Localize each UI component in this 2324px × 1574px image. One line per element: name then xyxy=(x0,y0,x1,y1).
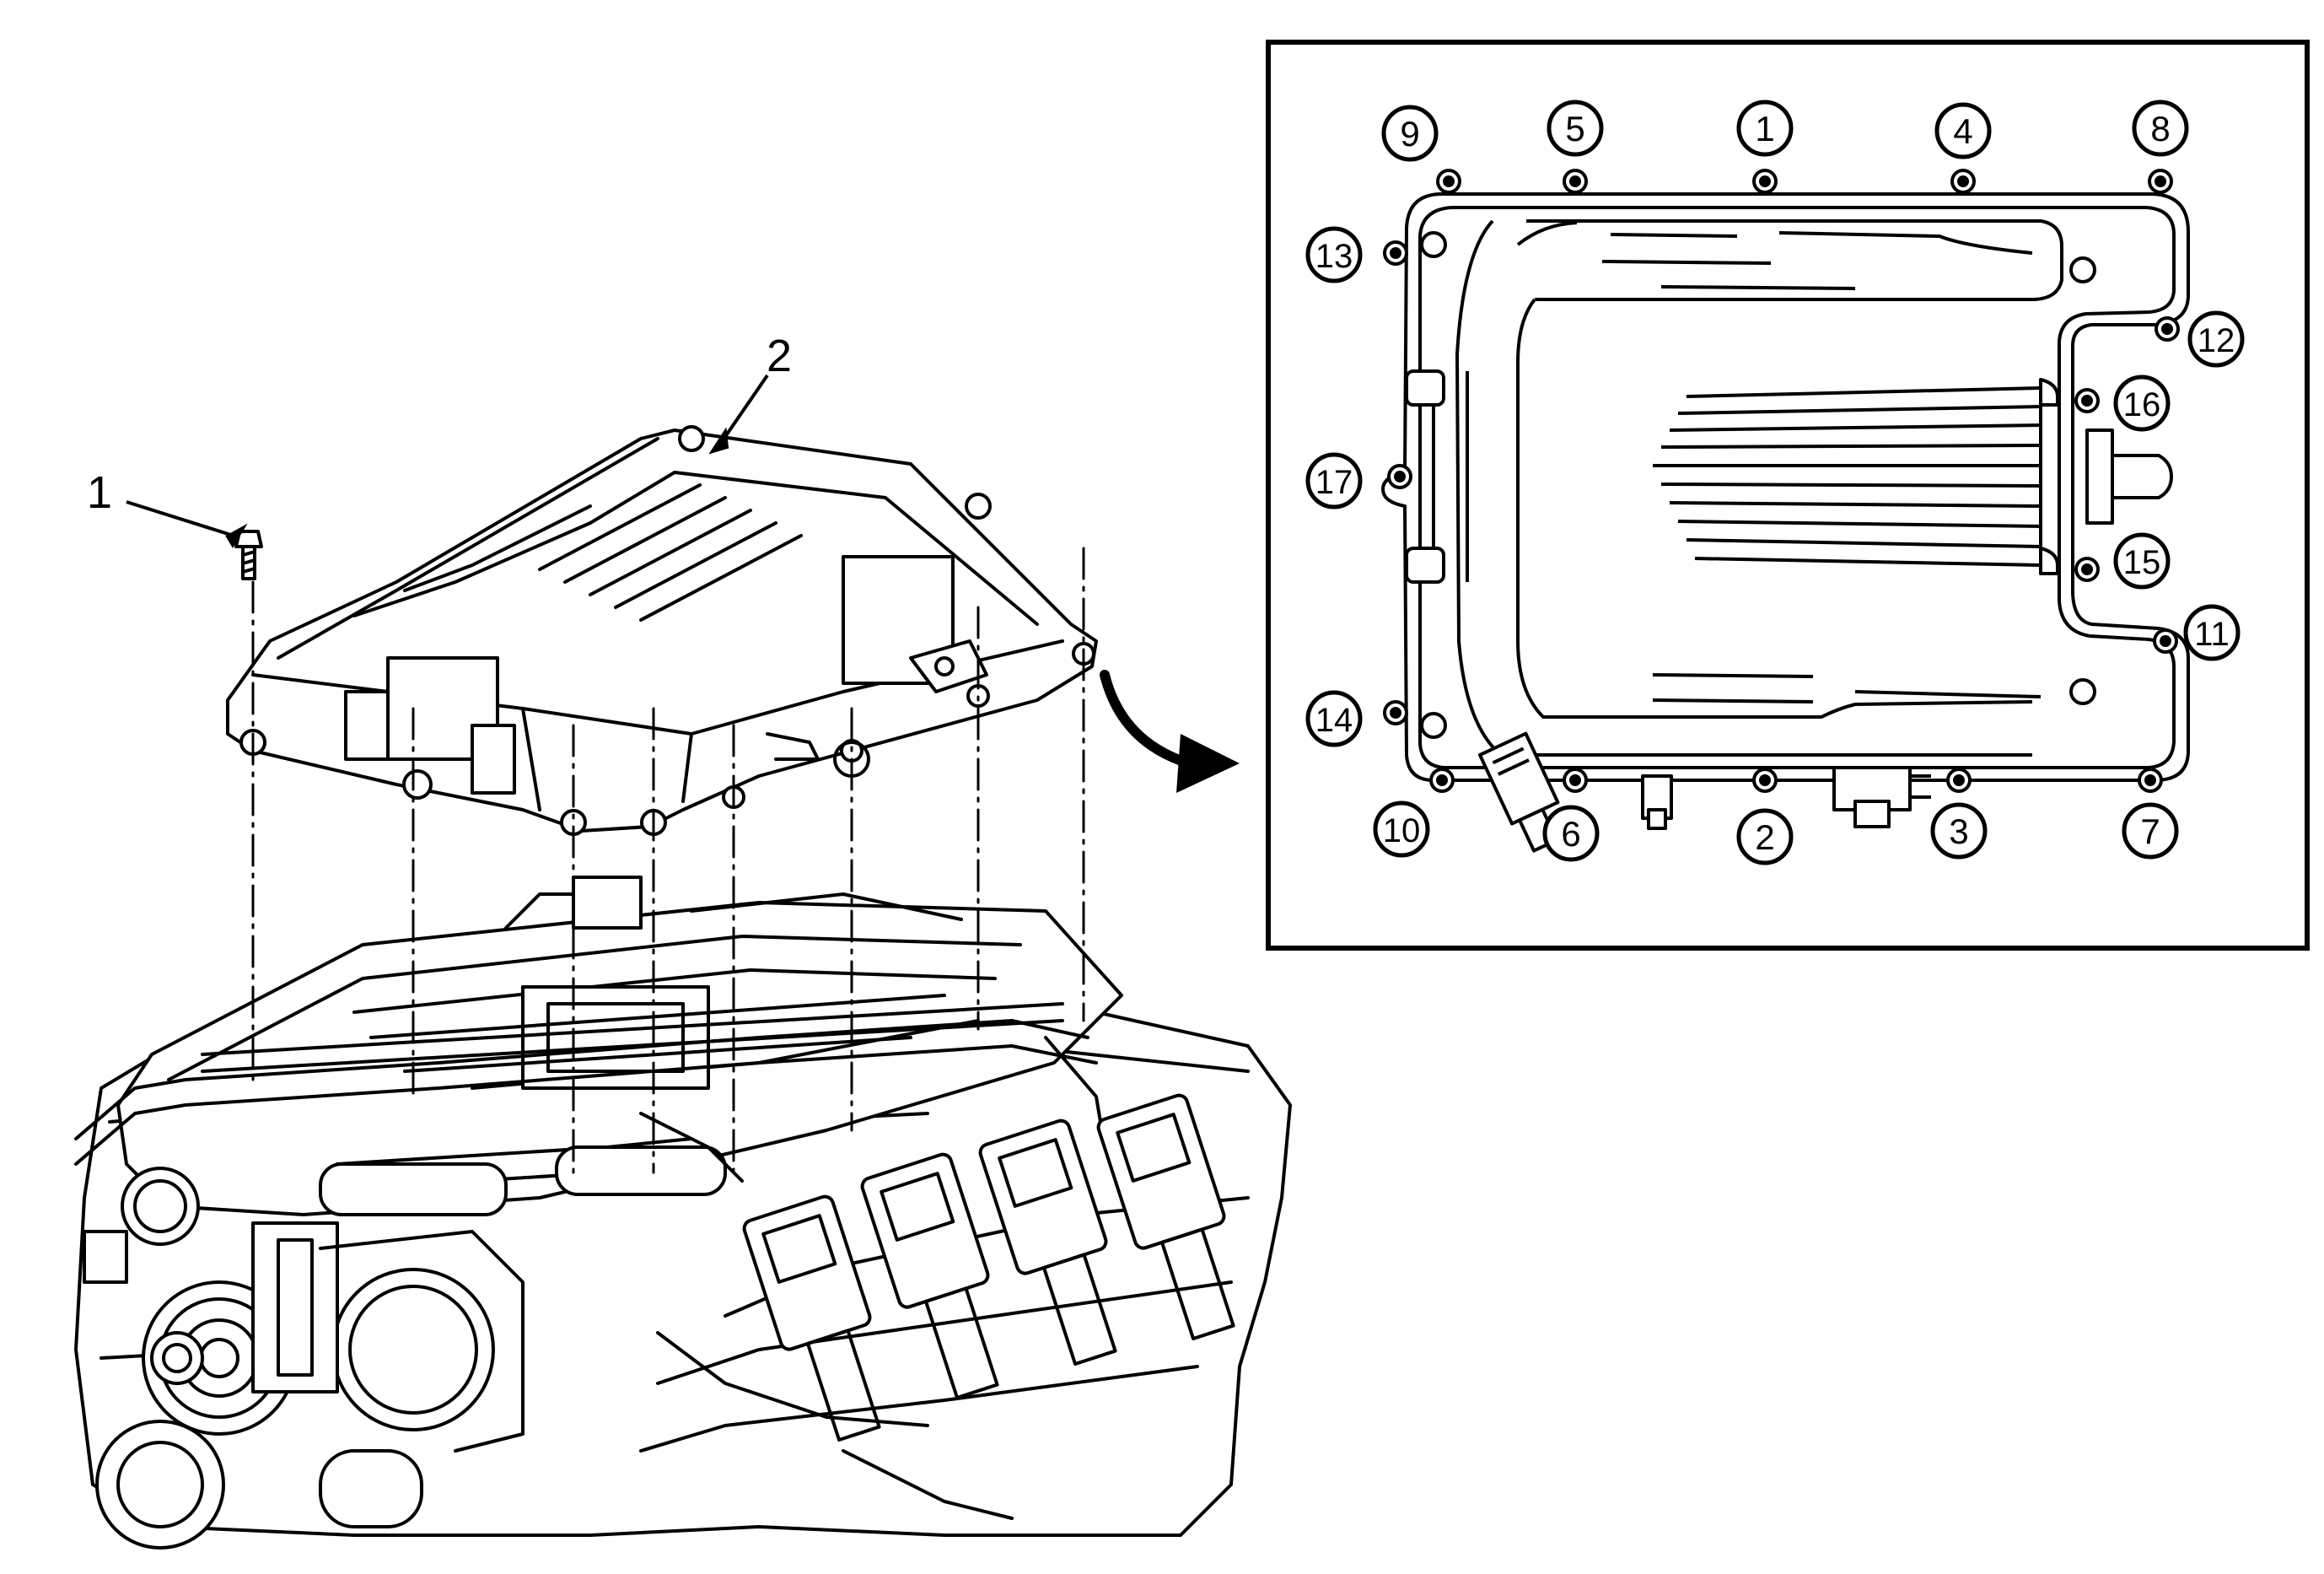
sequence-number: 15 xyxy=(2123,544,2161,581)
sequence-marker-2: 2 xyxy=(1736,808,1794,865)
sequence-number: 10 xyxy=(1383,812,1421,849)
sequence-marker-10: 10 xyxy=(1373,800,1430,858)
sequence-number: 7 xyxy=(2140,811,2160,851)
alignment-lines xyxy=(251,547,1085,1183)
tightening-sequence: 1 2 3 4 5 6 7 xyxy=(1305,100,2245,865)
sequence-number: 1 xyxy=(1755,109,1774,148)
engine-assembly xyxy=(74,425,1292,1550)
sequence-marker-5: 5 xyxy=(1547,100,1604,157)
sequence-marker-7: 7 xyxy=(2122,802,2179,860)
detail-view-arrow xyxy=(1100,670,1240,793)
sequence-number: 5 xyxy=(1565,109,1584,148)
sequence-marker-12: 12 xyxy=(2187,310,2245,368)
sequence-number: 3 xyxy=(1949,811,1968,851)
sequence-number: 6 xyxy=(1561,814,1580,854)
detail-view: 1 2 3 4 5 6 7 xyxy=(1266,40,2310,951)
sequence-number: 8 xyxy=(2150,109,2170,148)
sequence-number: 4 xyxy=(1953,111,1972,151)
sequence-marker-4: 4 xyxy=(1934,102,1992,159)
sequence-marker-1: 1 xyxy=(1736,100,1794,157)
sequence-marker-15: 15 xyxy=(2113,532,2171,590)
sequence-marker-6: 6 xyxy=(1542,805,1600,862)
callout-label-2: 2 xyxy=(767,331,792,381)
bolt-holes xyxy=(1383,169,2180,793)
sequence-marker-17: 17 xyxy=(1305,452,1363,509)
callout-leaders xyxy=(126,374,769,548)
callout-label-1: 1 xyxy=(87,467,112,518)
sequence-number: 11 xyxy=(2194,616,2230,653)
supercharger-cover xyxy=(226,425,1098,836)
sequence-number: 13 xyxy=(1315,238,1353,275)
sequence-number: 9 xyxy=(1400,114,1419,154)
ignition-coils xyxy=(656,1093,1235,1520)
sequence-marker-3: 3 xyxy=(1930,802,1988,860)
sequence-marker-16: 16 xyxy=(2113,375,2171,432)
sequence-number: 12 xyxy=(2198,322,2235,359)
cover-top-view xyxy=(1381,192,2190,853)
sequence-marker-13: 13 xyxy=(1305,226,1363,283)
sequence-number: 14 xyxy=(1315,702,1353,739)
sequence-number: 17 xyxy=(1315,464,1353,501)
sequence-marker-11: 11 xyxy=(2183,604,2241,661)
sequence-number: 2 xyxy=(1755,817,1774,857)
sequence-marker-9: 9 xyxy=(1381,105,1439,162)
sequence-marker-8: 8 xyxy=(2132,100,2189,157)
throttle-body xyxy=(83,1167,525,1550)
sequence-marker-14: 14 xyxy=(1305,690,1363,747)
sequence-number: 16 xyxy=(2123,386,2161,423)
bolt xyxy=(234,530,263,580)
